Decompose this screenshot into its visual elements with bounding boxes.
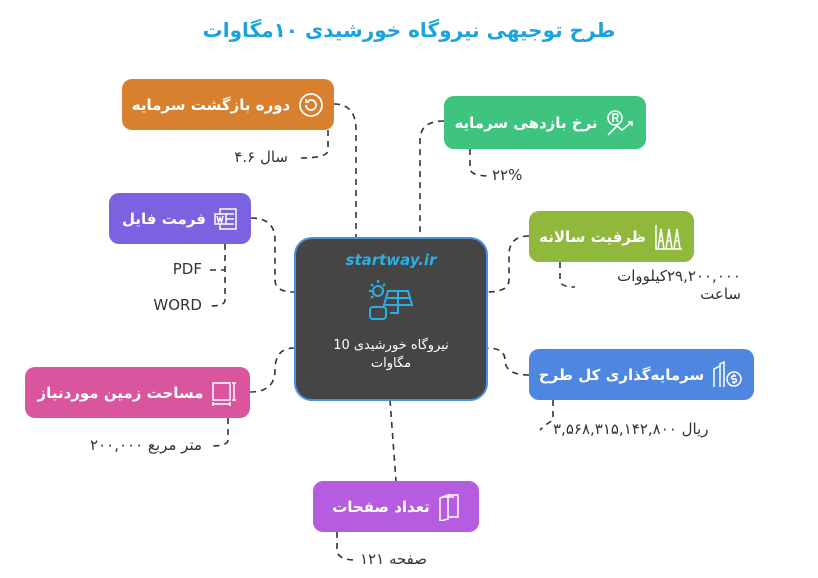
- diagram-title: طرح توجیهی نیروگاه خورشیدی ۱۰مگاوات: [202, 18, 616, 42]
- capacity-value: ۲۹,۲۰۰,۰۰۰کیلووات ساعت: [578, 267, 741, 303]
- connector-land-value: [209, 418, 229, 447]
- investment-value: ریال ۳,۵۶۸,۳۱۵,۱۴۲,۸۰۰: [553, 420, 709, 438]
- node-payback: دوره بازگشت سرمایه: [122, 79, 334, 130]
- connector-investment: [486, 347, 530, 376]
- node-pages-label: تعداد صفحات: [332, 497, 430, 516]
- node-investment-label: سرمایه‌گذاری کل طرح: [538, 365, 705, 384]
- node-format: فرمت فایل: [109, 193, 251, 244]
- payback-value: سال ۴.۶: [234, 148, 288, 166]
- investment-icon: [713, 360, 742, 387]
- connector-land: [249, 347, 295, 393]
- node-land-label: مساحت زمین موردنیاز: [37, 383, 204, 402]
- node-land: مساحت زمین موردنیاز: [25, 367, 250, 418]
- growth-chart-icon: [606, 109, 633, 136]
- connector-roi-value: [469, 149, 491, 177]
- brand-logo: startway.ir: [345, 251, 437, 269]
- node-investment: سرمایه‌گذاری کل طرح: [529, 349, 754, 400]
- node-capacity-label: ظرفیت سالانه: [539, 227, 646, 246]
- capacity-value-line1: ۲۹,۲۰۰,۰۰۰کیلووات: [617, 267, 741, 285]
- center-label: نیروگاه خورشیدی 10 مگاوات: [333, 338, 449, 371]
- connector-pages-value: [336, 532, 356, 561]
- node-payback-label: دوره بازگشت سرمایه: [131, 95, 291, 114]
- node-capacity: ظرفیت سالانه: [529, 211, 694, 262]
- book-icon: [439, 493, 459, 521]
- center-node: startway.ir نیروگاه خورشیدی 10 مگاوات: [294, 237, 488, 401]
- area-icon: [212, 381, 237, 406]
- connector-payback-value: [299, 130, 329, 159]
- roi-value: ۲۲%: [492, 166, 523, 184]
- node-roi: نرخ بازدهی سرمایه: [444, 96, 646, 149]
- node-pages: تعداد صفحات: [313, 481, 479, 532]
- pages-value: صفحه ۱۲۱: [360, 550, 427, 568]
- format-value-pdf: PDF: [172, 260, 202, 278]
- node-format-label: فرمت فایل: [121, 209, 207, 228]
- land-value: متر مربع ۲۰۰,۰۰۰: [90, 436, 202, 454]
- connector-pages: [389, 399, 397, 482]
- node-roi-label: نرخ بازدهی سرمایه: [454, 113, 598, 132]
- connector-format: [250, 217, 295, 293]
- capacity-icon: [655, 224, 682, 250]
- connector-capacity: [486, 235, 530, 293]
- connector-format-values: [209, 244, 226, 307]
- connector-payback: [333, 103, 357, 237]
- refresh-icon: [299, 92, 324, 117]
- solar-panel-icon: [369, 280, 414, 320]
- connector-capacity-value: [559, 262, 576, 288]
- word-document-icon: [214, 207, 237, 230]
- format-value-word: WORD: [153, 296, 202, 314]
- capacity-value-line2: ساعت: [700, 285, 741, 303]
- connector-roi: [419, 120, 445, 237]
- connector-investment-value: [539, 400, 554, 431]
